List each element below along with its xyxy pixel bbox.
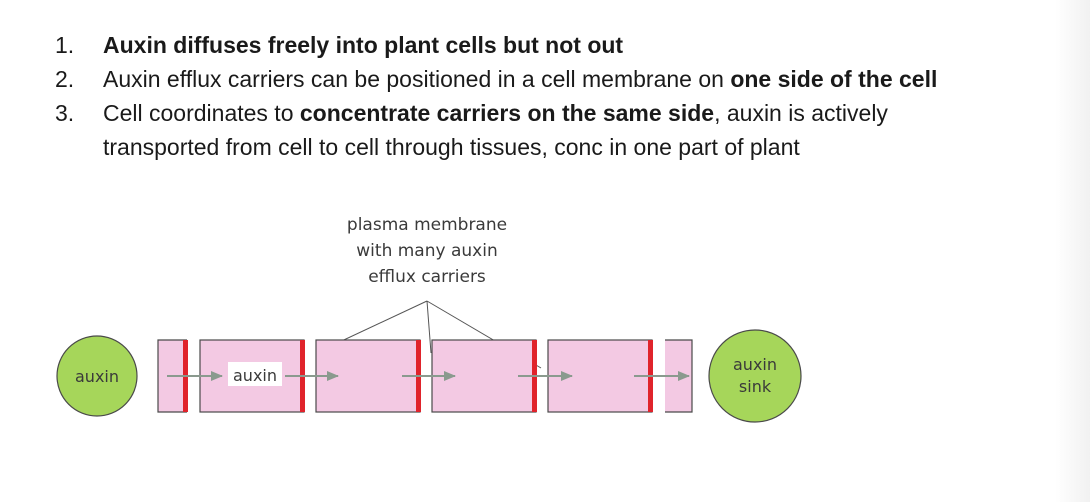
note-3: 3. Cell coordinates to concentrate carri… [55,96,937,164]
sink-label-line-2: sink [739,377,772,396]
auxin-sink-circle [708,329,802,423]
note-2: 2. Auxin efflux carriers can be position… [55,62,937,96]
note-text: Cell coordinates to [103,100,300,126]
note-number: 3. [55,100,75,126]
note-text-bold: Auxin diffuses freely into plant cells b… [103,32,624,58]
note-continuation: transported from cell to cell through ti… [103,134,800,160]
note-1: 1. Auxin diffuses freely into plant cell… [55,28,937,62]
sink-label-line-1: auxin [733,355,777,374]
leader-line [426,300,432,354]
membrane-label-line-1: plasma membrane [347,215,507,235]
membrane-label-line-2: with many auxin [356,241,497,261]
note-number: 2. [55,66,75,92]
membrane-label-line-3: efflux carriers [368,267,486,287]
inner-auxin-label: auxin [233,366,277,385]
notes-list: 1. Auxin diffuses freely into plant cell… [55,28,937,164]
note-text: , auxin is actively [714,100,888,126]
inner-label-backdrop [228,362,282,386]
auxin-source-label: auxin [75,367,119,386]
note-number: 1. [55,32,75,58]
note-text-bold: one side of the cell [730,66,938,92]
note-text-bold: concentrate carriers on the same side [299,100,715,126]
auxin-source-circle [56,335,138,417]
note-text: Auxin efflux carriers can be positioned … [103,66,731,92]
